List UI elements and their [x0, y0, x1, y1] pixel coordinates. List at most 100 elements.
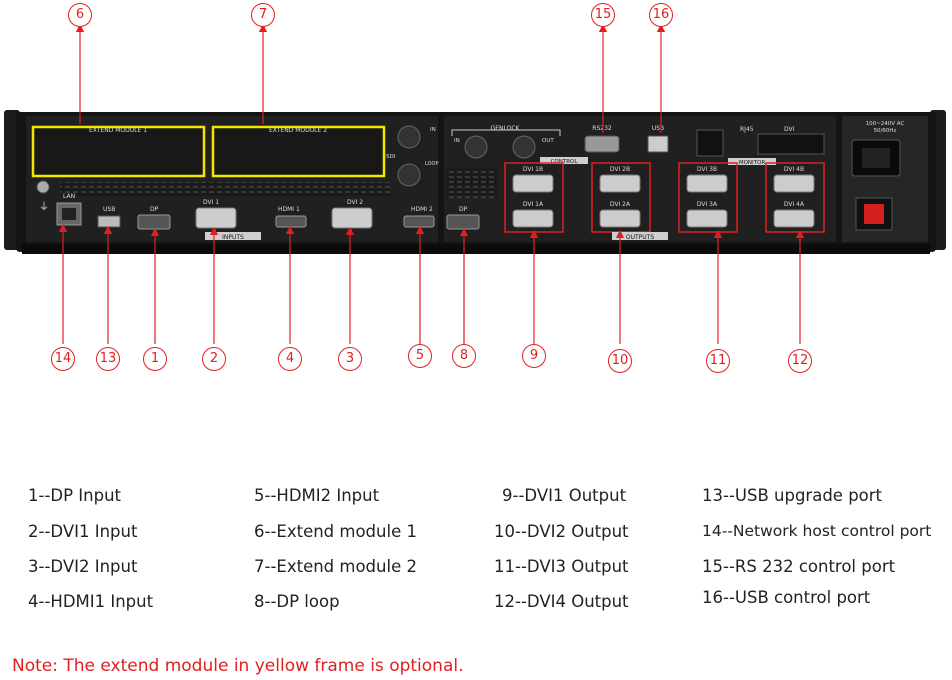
output-port-dvi-2a [599, 209, 641, 228]
vent-mid [447, 168, 497, 198]
monitor-label: MONITOR [739, 160, 765, 166]
rs232-label: RS232 [592, 125, 612, 132]
power-switch [864, 204, 884, 224]
optional-module-note: Note: The extend module in yellow frame … [12, 656, 464, 676]
callout-4: 4 [278, 347, 302, 371]
dvi2-input-port [331, 207, 373, 229]
output-frame-dvi4 [765, 162, 825, 233]
outputs-label-box [612, 232, 668, 240]
power-inlet-socket [862, 148, 890, 168]
legend-item-9: 9--DVI1 Output [502, 486, 627, 505]
control-usb-label: USB [652, 125, 664, 132]
output-port-dvi-3b [686, 174, 728, 193]
legend-item-1: 1--DP Input [28, 486, 122, 505]
legend-item-14: 14--Network host control port [702, 522, 932, 540]
callout-15: 15 [591, 3, 615, 27]
callout-5: 5 [408, 344, 432, 368]
legend-item-12: 12--DVI4 Output [494, 592, 629, 611]
sdi-loop-label: LOOP [425, 161, 439, 167]
dp-loop-label: DP [459, 206, 468, 213]
output-port-dvi-4a [773, 209, 815, 228]
legend-item-11: 11--DVI3 Output [494, 557, 629, 576]
legend-item-10: 10--DVI2 Output [494, 522, 629, 541]
device-rear-panel: EXTEND MODULE 1 EXTEND MODULE 2 IN SDI L… [4, 23, 946, 344]
output-frame-dvi3 [678, 162, 738, 233]
ground-icon: ⏚ [39, 201, 49, 213]
legend-item-8: 8--DP loop [254, 592, 340, 611]
monitor-label-box [728, 158, 776, 165]
output-port-dvi-1b [512, 174, 554, 193]
leader-lines [58, 23, 805, 344]
chassis-bottom [22, 244, 930, 254]
extend-module-2-frame [211, 125, 386, 178]
sdi-loop-connector [397, 163, 421, 187]
inputs-label-box [205, 232, 261, 240]
usb-label: USB [103, 206, 115, 213]
extend-module-1-frame [31, 125, 206, 178]
legend-item-5: 5--HDMI2 Input [254, 486, 380, 505]
genlock-out-label: OUT [542, 138, 554, 144]
sdi-in-label: IN [430, 127, 436, 133]
hdmi2-input-port [403, 215, 435, 228]
control-label: CONTROL [551, 159, 579, 165]
dp-input-port [137, 214, 171, 230]
callout-2: 2 [202, 347, 226, 371]
output-port-dvi-3a [686, 209, 728, 228]
extend-module-2-label: EXTEND MODULE 2 [269, 127, 327, 134]
vent-left [60, 182, 390, 196]
callout-14: 14 [51, 347, 75, 371]
hdmi2-label: HDMI 2 [411, 206, 433, 213]
callout-3: 3 [338, 347, 362, 371]
genlock-out-connector [512, 135, 536, 159]
output-label-dvi-3b: DVI 3B [697, 166, 717, 173]
callout-16: 16 [649, 3, 673, 27]
control-usb-port [647, 135, 669, 153]
legend-item-7: 7--Extend module 2 [254, 557, 417, 576]
output-label-dvi-1a: DVI 1A [523, 201, 544, 208]
callout-7: 7 [251, 3, 275, 27]
monitor-rj45-port [696, 129, 724, 157]
ground-screw-icon [36, 180, 50, 194]
legend-item-16: 16--USB control port [702, 588, 871, 607]
genlock-in-label: IN [454, 138, 460, 144]
legend-item-2: 2--DVI1 Input [28, 522, 138, 541]
output-label-dvi-4b: DVI 4B [784, 166, 804, 173]
dvi1-input-port [195, 207, 237, 229]
monitor-rj45-label: RJ45 [740, 126, 754, 133]
hdmi1-label: HDMI 1 [278, 206, 300, 213]
dp-loop-port [446, 214, 480, 230]
output-port-dvi-4b [773, 174, 815, 193]
legend-item-15: 15--RS 232 control port [702, 557, 896, 576]
output-label-dvi-4a: DVI 4A [784, 201, 805, 208]
output-port-dvi-2b [599, 174, 641, 193]
power-rating-line1: 100~240V AC [866, 121, 905, 127]
genlock-in-connector [464, 135, 488, 159]
callout-1: 1 [143, 347, 167, 371]
output-port-dvi-1a [512, 209, 554, 228]
legend-item-13: 13--USB upgrade port [702, 486, 883, 505]
lan-label: LAN [63, 193, 75, 200]
hdmi1-input-port [275, 215, 307, 228]
inputs-label: INPUTS [222, 234, 244, 241]
rs232-port [584, 135, 620, 153]
genlock-label: GENLOCK [491, 125, 521, 132]
callout-9: 9 [522, 344, 546, 368]
outputs-label: OUTPUTS [626, 234, 654, 241]
callout-13: 13 [96, 347, 120, 371]
dvi2-label: DVI 2 [347, 199, 363, 206]
legend-item-3: 3--DVI2 Input [28, 557, 138, 576]
callout-8: 8 [452, 344, 476, 368]
extend-module-1-label: EXTEND MODULE 1 [89, 127, 147, 134]
output-label-dvi-1b: DVI 1B [523, 166, 543, 173]
lan-port-inner [62, 208, 76, 220]
output-ports: DVI 1B DVI 2B DVI 3B DVI 4B DVI 1A DVI 2… [512, 166, 815, 228]
monitor-dvi-label: DVI [784, 126, 795, 133]
sdi-in-connector [397, 125, 421, 149]
callout-10: 10 [608, 349, 632, 373]
usb-port [97, 215, 121, 228]
control-label-box [540, 157, 588, 164]
dp-label: DP [150, 206, 159, 213]
genlock-bracket [451, 129, 561, 136]
dvi1-label: DVI 1 [203, 199, 219, 206]
legend-item-6: 6--Extend module 1 [254, 522, 417, 541]
